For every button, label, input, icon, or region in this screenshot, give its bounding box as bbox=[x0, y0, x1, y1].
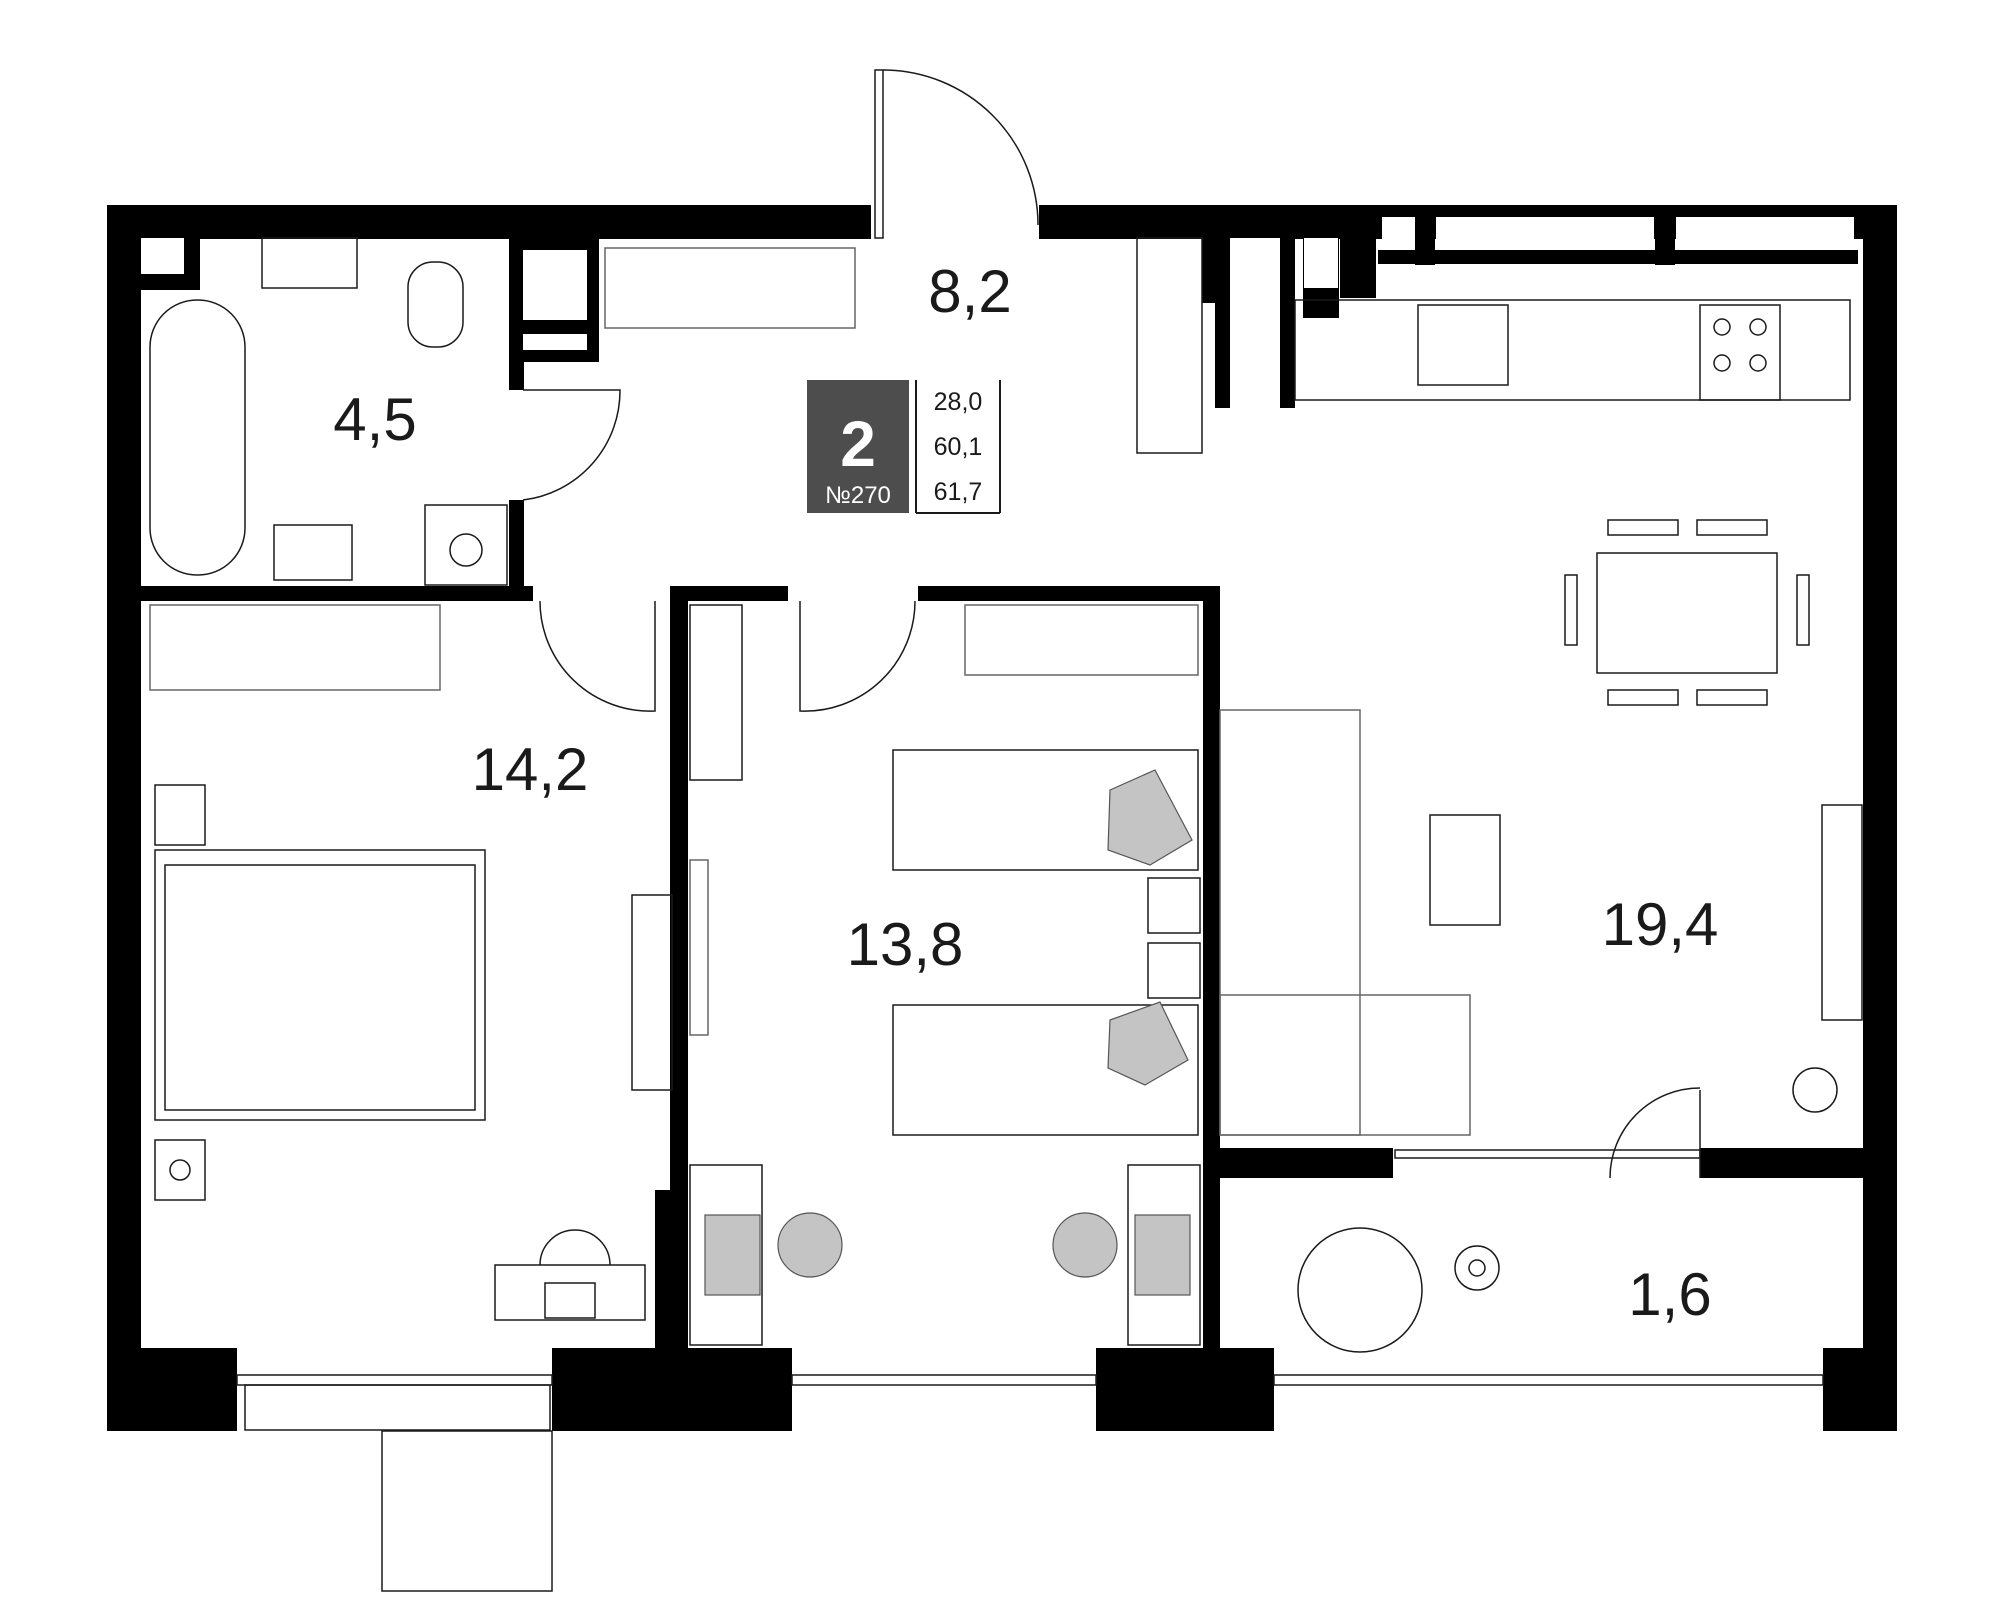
balcony-furniture bbox=[1297, 1227, 1500, 1353]
hallway-area-label: 8,2 bbox=[928, 258, 1011, 325]
living-furniture bbox=[1219, 299, 1863, 1136]
badge-background bbox=[807, 380, 909, 513]
bathroom-fixtures bbox=[149, 237, 508, 586]
bedroom-furniture bbox=[149, 604, 673, 1321]
doors bbox=[522, 69, 1701, 1179]
kids-furniture bbox=[689, 604, 1201, 1346]
kids-room-area-label: 13,8 bbox=[847, 911, 964, 978]
living-kitchen-area-label: 19,4 bbox=[1602, 891, 1719, 958]
walls bbox=[107, 205, 1897, 1431]
total-area-value: 60,1 bbox=[934, 433, 983, 461]
bathroom-area-label: 4,5 bbox=[333, 386, 416, 453]
windows bbox=[236, 1149, 1824, 1592]
bedroom-area-label: 14,2 bbox=[472, 736, 589, 803]
living-area-value: 28,0 bbox=[934, 388, 983, 416]
apartment-badge: 2 №270 28,0 60,1 61,7 bbox=[807, 380, 1001, 514]
balcony-area-label: 1,6 bbox=[1628, 1261, 1711, 1328]
total-area-balcony-value: 61,7 bbox=[934, 478, 983, 506]
room-count: 2 bbox=[840, 408, 876, 480]
hall-furniture bbox=[604, 237, 1203, 454]
apartment-number: №270 bbox=[825, 482, 891, 509]
wall-voids bbox=[141, 217, 1854, 1348]
